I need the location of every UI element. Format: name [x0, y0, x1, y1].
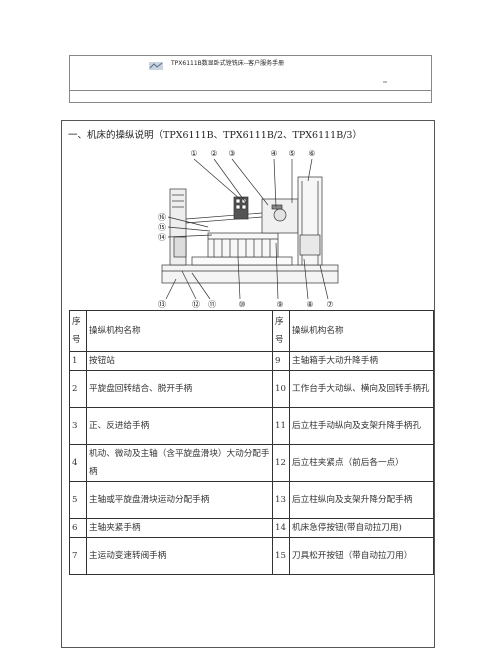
controls-table: 序号 操纵机构名称 序号 操纵机构名称 1 按钮站 9 主轴箱手大动升降手柄 2… — [69, 310, 434, 575]
header-name-right: 操纵机构名称 — [289, 310, 434, 352]
row-name-left: 主轴夹紧手柄 — [86, 518, 273, 538]
row-number-left: 1 — [69, 351, 87, 371]
callout-label: ⑭ — [158, 233, 166, 242]
table-row: 4 机动、微动及主轴（含平旋盘滑块）大动分配手柄 12 后立柱夹紧点（前后各一点… — [69, 444, 434, 482]
callout-label: ⑬ — [158, 300, 166, 309]
row-name-right: 主轴箱手大动升降手柄 — [289, 351, 434, 371]
callout-label: ② — [210, 149, 217, 158]
header-number-right: 序号 — [272, 310, 290, 352]
row-number-left: 4 — [69, 444, 87, 482]
row-name-left: 机动、微动及主轴（含平旋盘滑块）大动分配手柄 — [86, 444, 273, 482]
row-number-left: 5 — [69, 481, 87, 519]
manual-title: TPX6111B数显卧式镗铣床--客户服务手册 — [171, 60, 285, 67]
callout-label: ④ — [270, 149, 277, 158]
row-number-left: 6 — [69, 518, 87, 538]
row-name-left: 主运动变速转阀手柄 — [86, 537, 273, 575]
table-row: 2 平旋盘回转结合、脱开手柄 10 工作台手大动纵、横向及回转手柄孔 — [69, 370, 434, 408]
table-row: 3 正、反进给手柄 11 后立柱手动纵向及支架升降手柄孔 — [69, 407, 434, 445]
row-name-right: 后立柱夹紧点（前后各一点） — [289, 444, 434, 482]
header-name-left: 操纵机构名称 — [86, 310, 273, 352]
row-number-right: 11 — [272, 407, 290, 445]
row-number-right: 10 — [272, 370, 290, 408]
row-number-left: 7 — [69, 537, 87, 575]
row-number-right: 15 — [272, 537, 290, 575]
callout-label: ⑥ — [308, 149, 315, 158]
company-logo-icon — [149, 62, 163, 70]
row-number-right: 12 — [272, 444, 290, 482]
callout-label: ⑦ — [326, 300, 333, 309]
row-number-right: 9 — [272, 351, 290, 371]
table-row: 1 按钮站 9 主轴箱手大动升降手柄 — [69, 351, 434, 371]
header-tag — [383, 81, 387, 83]
row-name-left: 正、反进给手柄 — [86, 407, 273, 445]
callout-label: ① — [190, 149, 197, 158]
callout-label: ⑫ — [192, 300, 200, 309]
machine-diagram: ① ② ③ ④ ⑤ ⑥ ⑯ ⑮ ⑭ ⑬ ⑫ ⑪ ⑩ ⑨ ⑧ ⑦ — [158, 149, 339, 309]
row-number-right: 13 — [272, 481, 290, 519]
row-name-right: 后立柱手动纵向及支架升降手柄孔 — [289, 407, 434, 445]
row-name-right: 后立柱纵向及支架升降分配手柄 — [289, 481, 434, 519]
callout-label: ⑤ — [288, 149, 295, 158]
document-header-banner: TPX6111B数显卧式镗铣床--客户服务手册 — [69, 55, 432, 103]
row-name-right: 工作台手大动纵、横向及回转手柄孔 — [289, 370, 434, 408]
callout-label: ⑨ — [276, 300, 283, 309]
callout-label: ⑩ — [238, 300, 245, 309]
callout-label: ⑯ — [158, 213, 166, 222]
row-name-left: 主轴或平旋盘滑块运动分配手柄 — [86, 481, 273, 519]
row-number-right: 14 — [272, 518, 290, 538]
header-number-left: 序号 — [69, 310, 87, 352]
row-number-left: 2 — [69, 370, 87, 408]
callout-label: ⑮ — [158, 223, 166, 232]
section-heading: 一、机床的操纵说明（TPX6111B、TPX6111B/2、TPX6111B/3… — [68, 130, 362, 141]
callout-label: ⑧ — [306, 300, 313, 309]
row-name-right: 刀具松开按钮（带自动拉刀用） — [289, 537, 434, 575]
callout-label: ③ — [228, 149, 235, 158]
callout-label: ⑪ — [208, 300, 216, 309]
content-frame: 一、机床的操纵说明（TPX6111B、TPX6111B/2、TPX6111B/3… — [61, 120, 435, 648]
header-row: TPX6111B数显卧式镗铣床--客户服务手册 — [70, 56, 431, 91]
table-row: 5 主轴或平旋盘滑块运动分配手柄 13 后立柱纵向及支架升降分配手柄 — [69, 481, 434, 519]
row-name-right: 机床急停按钮(带自动拉刀用) — [289, 518, 434, 538]
table-row: 7 主运动变速转阀手柄 15 刀具松开按钮（带自动拉刀用） — [69, 537, 434, 575]
table-header-row: 序号 操纵机构名称 序号 操纵机构名称 — [69, 310, 434, 352]
table-row: 6 主轴夹紧手柄 14 机床急停按钮(带自动拉刀用) — [69, 518, 434, 538]
row-name-left: 平旋盘回转结合、脱开手柄 — [86, 370, 273, 408]
row-number-left: 3 — [69, 407, 87, 445]
row-name-left: 按钮站 — [86, 351, 273, 371]
